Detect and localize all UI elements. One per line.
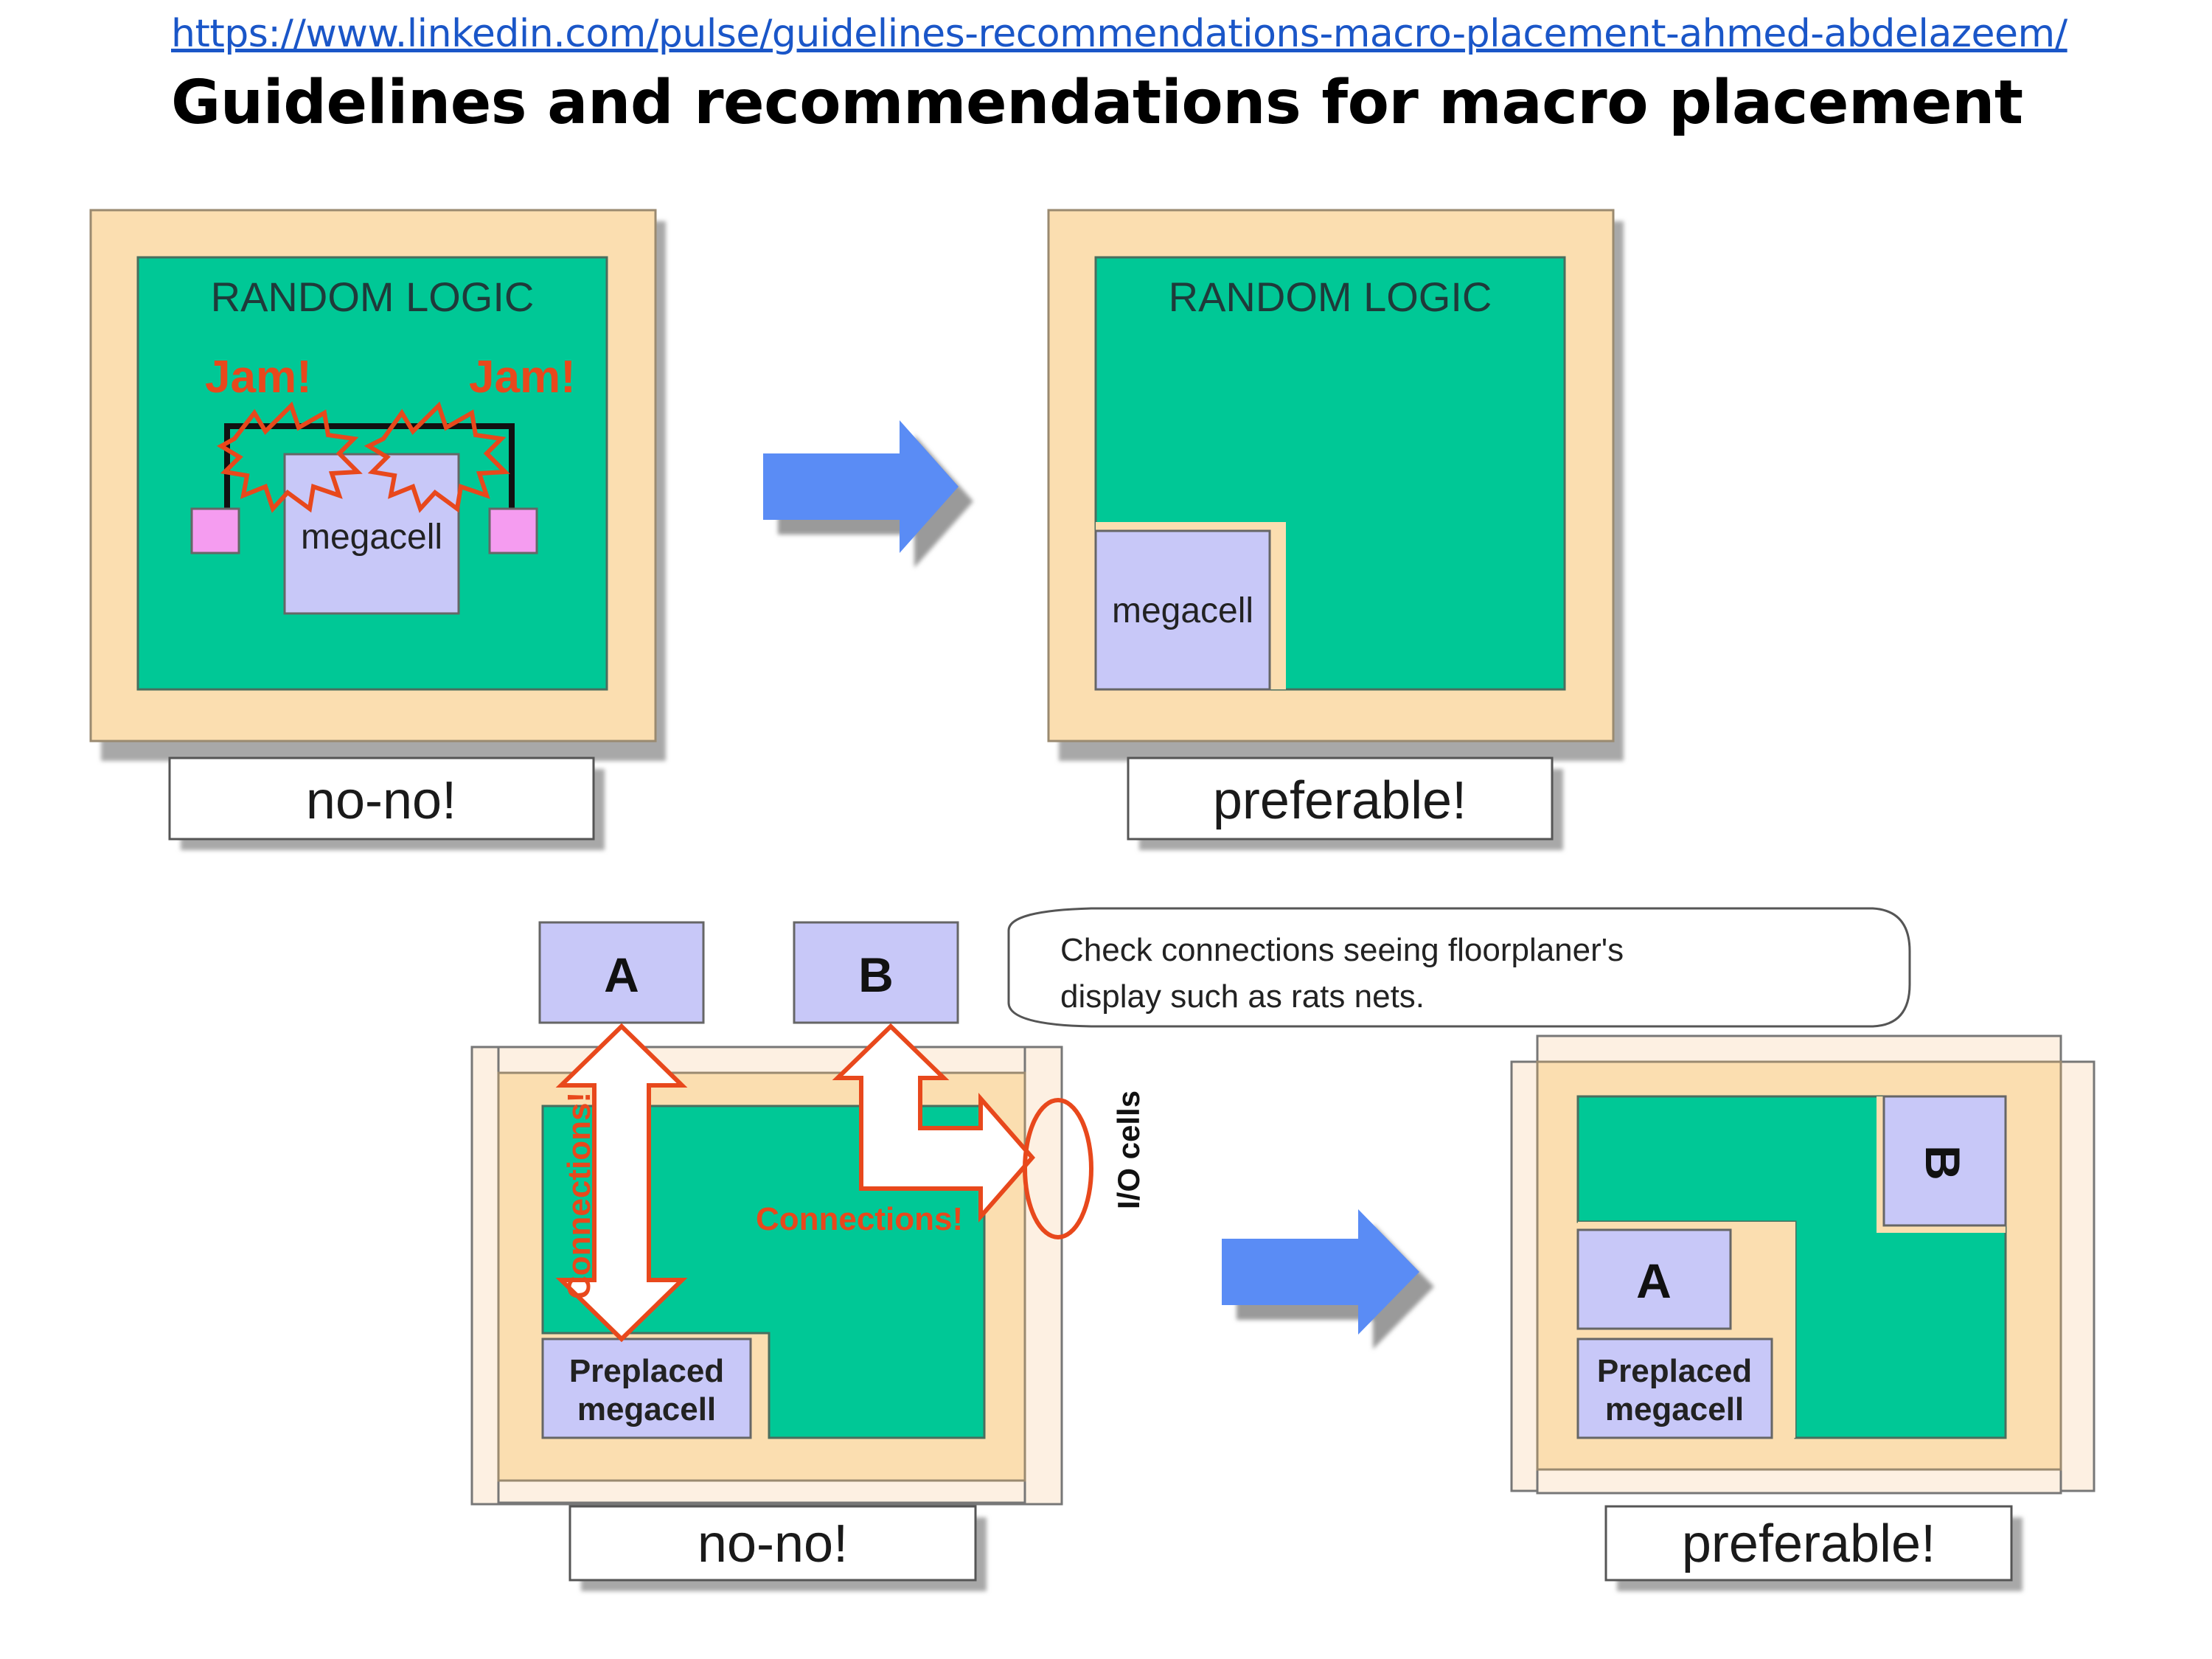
source-url-link[interactable]: https://www.linkedin.com/pulse/guideline… (171, 12, 2067, 56)
panel-top-left: RANDOM LOGIC megacell Jam! Jam! no-no! (89, 209, 666, 850)
block-b (793, 921, 959, 1024)
random-logic-label: RANDOM LOGIC (211, 274, 535, 320)
caption-box (1604, 1505, 2013, 1582)
page-title: Guidelines and recommendations for macro… (171, 68, 2023, 138)
block-b (1882, 1095, 2007, 1227)
pin-right (488, 507, 538, 554)
block-a (1576, 1228, 1732, 1330)
connections-label-vertical: Connections! (561, 1092, 597, 1299)
right-arrow-icon (763, 420, 959, 553)
preplaced-label-1: Preplaced (1597, 1353, 1752, 1389)
connections-label-horizontal: Connections! (756, 1201, 963, 1237)
callout-bubble (1007, 907, 1911, 1028)
random-logic-label: RANDOM LOGIC (1169, 274, 1492, 320)
megacell-block (283, 453, 460, 615)
io-cells-highlight (1023, 1098, 1093, 1239)
block-b-label: B (1916, 1145, 1970, 1180)
preplaced-megacell-block (1576, 1338, 1773, 1439)
callout-line-1: Check connections seeing floorplaner's (1060, 932, 1624, 968)
panel-bottom-left: Check connections seeing floorplaner's d… (470, 907, 1911, 1591)
block-a-label: A (1636, 1253, 1672, 1308)
megacell-label: megacell (301, 518, 442, 557)
pin-left (190, 507, 240, 554)
preplaced-label-2: megacell (1605, 1391, 1744, 1427)
panel-bottom-right: B A Preplaced megacell preferable! (1510, 1034, 2096, 1591)
block-a-label: A (604, 947, 639, 1002)
megacell-label: megacell (1112, 591, 1253, 630)
caption-box (1127, 757, 1554, 841)
panel-top-right: RANDOM LOGIC megacell preferable! (1047, 209, 1624, 850)
caption-preferable-bottom: preferable! (1682, 1514, 1935, 1573)
jam-label-left: Jam! (205, 352, 312, 403)
caption-no-no-bottom: no-no! (698, 1514, 848, 1573)
preplaced-label-2: megacell (577, 1391, 716, 1427)
callout-line-2: display such as rats nets. (1060, 978, 1425, 1015)
arrow-bottom (1222, 1209, 1434, 1349)
preplaced-label-1: Preplaced (569, 1353, 724, 1389)
jam-burst-left (217, 401, 363, 513)
connection-arrow-vertical (555, 1023, 688, 1343)
preplaced-megacell-block (541, 1338, 752, 1439)
io-cells-label: I/O cells (1111, 1091, 1146, 1209)
right-arrow-icon (1222, 1209, 1419, 1335)
caption-box (168, 757, 595, 841)
block-b-label: B (858, 947, 894, 1002)
arrow-top (763, 420, 973, 568)
caption-no-no: no-no! (306, 771, 456, 830)
jam-burst-right (364, 401, 510, 513)
megacell-block (1094, 529, 1271, 691)
jam-label-right: Jam! (469, 352, 576, 403)
block-a (538, 921, 705, 1024)
caption-box (568, 1505, 977, 1582)
caption-preferable: preferable! (1213, 771, 1467, 830)
connection-arrow-bent (832, 1023, 1035, 1222)
